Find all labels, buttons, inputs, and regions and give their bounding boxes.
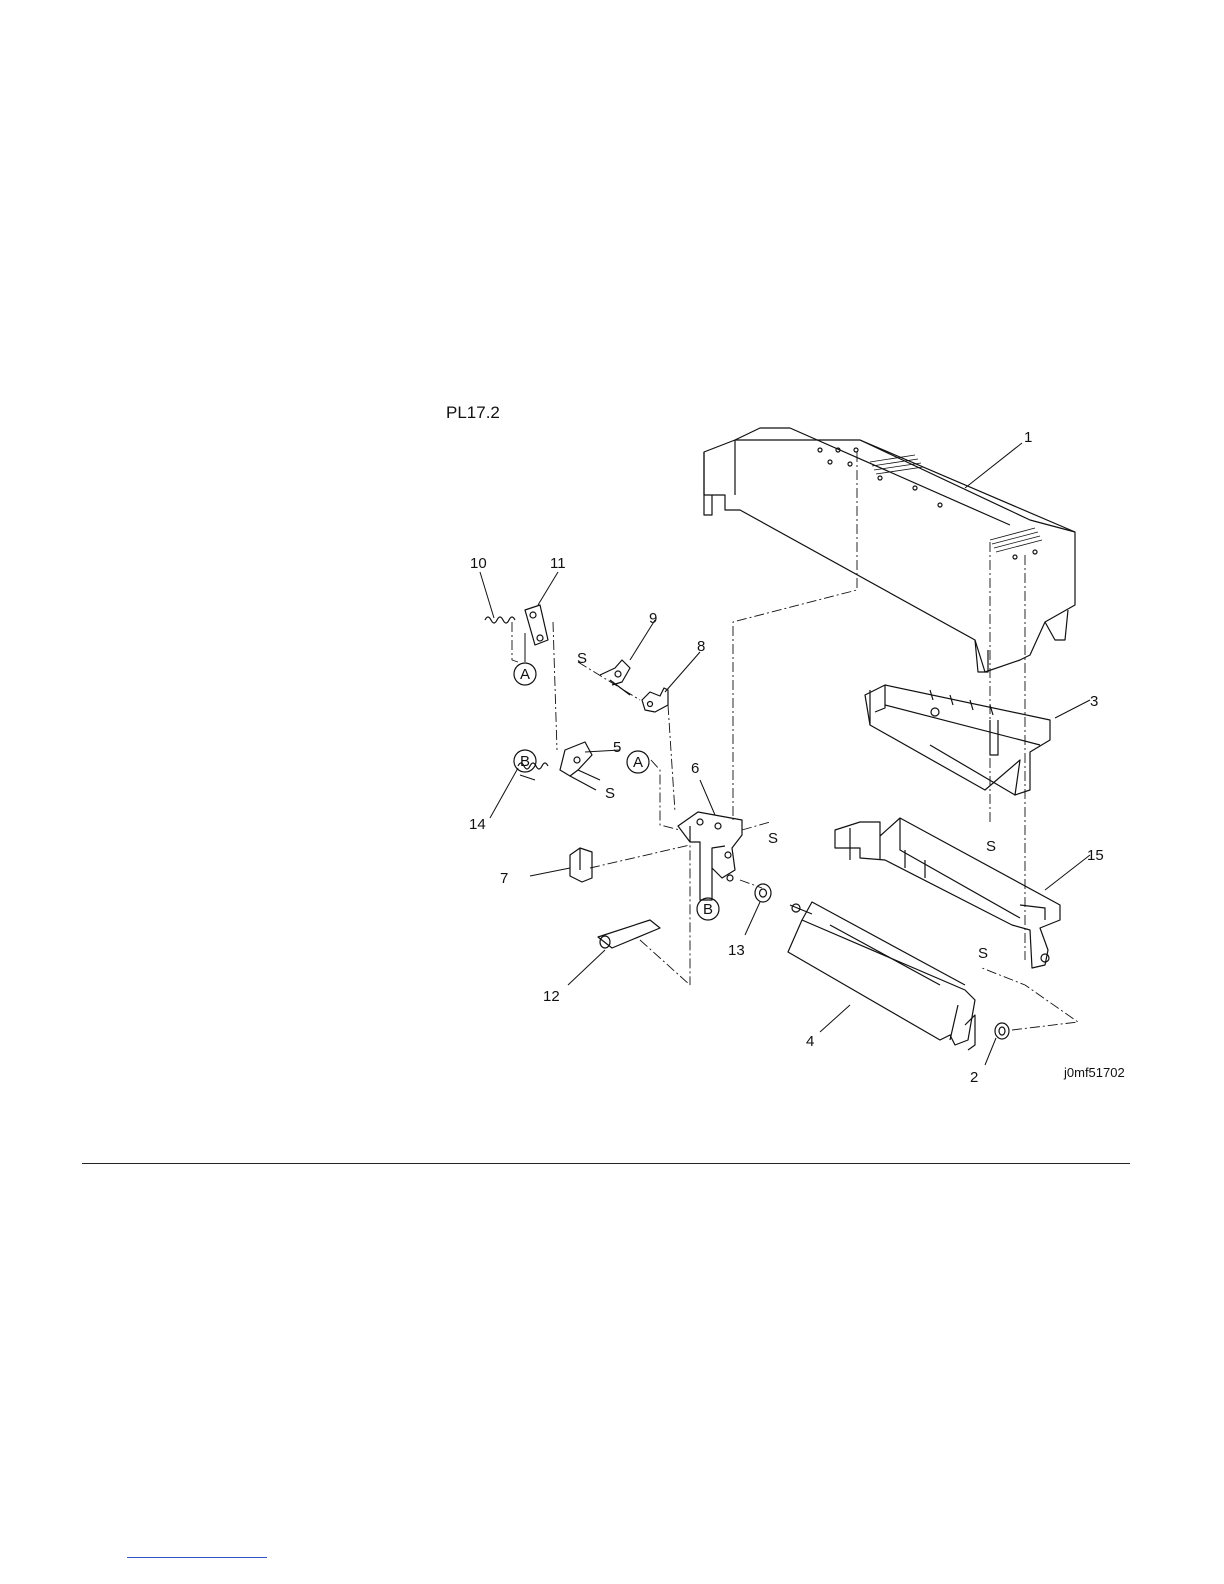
- part-cam: [642, 688, 668, 712]
- part-frame-plate: [678, 812, 742, 900]
- part-roller-assembly: [788, 902, 975, 1050]
- screw-mark-3: S: [986, 838, 996, 855]
- callout-12: 12: [543, 988, 560, 1005]
- image-id: j0mf51702: [1063, 1065, 1125, 1080]
- callout-1: 1: [1024, 429, 1032, 446]
- callout-7: 7: [500, 870, 508, 887]
- connector-a-right-label: A: [633, 754, 643, 771]
- connector-a-left-label: A: [520, 666, 530, 683]
- assembly-lines: [512, 452, 1078, 1030]
- screw-mark-5: S: [605, 785, 615, 802]
- part-clip: [570, 848, 592, 882]
- callout-14: 14: [469, 816, 486, 833]
- callout-3: 3: [1090, 693, 1098, 710]
- callout-4: 4: [806, 1033, 814, 1050]
- part-arm: [600, 660, 630, 695]
- callout-13: 13: [728, 942, 745, 959]
- callout-6: 6: [691, 760, 699, 777]
- callout-11: 11: [550, 555, 566, 572]
- callout-5: 5: [613, 739, 621, 756]
- part-top-cover: [704, 428, 1075, 672]
- connector-b-bottom-label: B: [703, 901, 713, 918]
- bottom-link-underline[interactable]: [127, 1557, 267, 1558]
- callout-2: 2: [970, 1069, 978, 1086]
- connector-b-top-label: B: [520, 753, 530, 770]
- screw-mark-15: S: [978, 945, 988, 962]
- part-link: [525, 605, 548, 645]
- callout-8: 8: [697, 638, 705, 655]
- callout-10: 10: [470, 555, 487, 572]
- callout-15: 15: [1087, 847, 1104, 864]
- part-duct: [865, 685, 1050, 795]
- part-lever: [560, 742, 600, 790]
- screw-mark-9: S: [577, 650, 587, 667]
- callout-9: 9: [649, 610, 657, 627]
- part-shaft: [598, 920, 660, 948]
- footer-rule: [82, 1163, 1130, 1164]
- part-spring-10: [485, 617, 515, 623]
- part-bearing: [995, 1023, 1009, 1039]
- screw-mark-6: S: [768, 830, 778, 847]
